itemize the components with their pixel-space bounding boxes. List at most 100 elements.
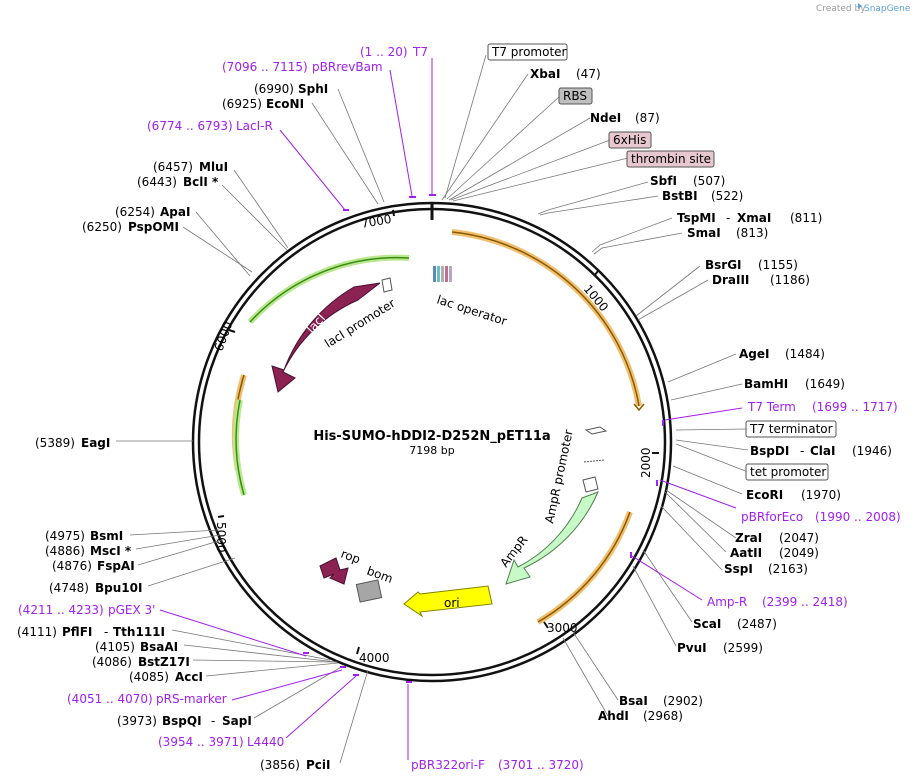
- primer-range-pgex3: (4211 .. 4233): [18, 603, 104, 617]
- site-pos-mlui: (6457): [153, 160, 193, 174]
- site-name2-bspqi: SapI: [222, 714, 252, 728]
- site-pos-smai: (813): [736, 226, 768, 240]
- green-arc-left: [235, 399, 245, 496]
- site-pos-fspai: (4876): [52, 559, 92, 573]
- orf-arc-top-right: [451, 231, 640, 407]
- primer-name-prs-marker: pRS-marker: [156, 692, 227, 706]
- rop-arrow: [319, 557, 349, 585]
- tet-promoter-glyph: [583, 459, 605, 463]
- primer-range-t7: (1 .. 20): [360, 45, 408, 59]
- tick-label-5000: 5000: [214, 522, 228, 553]
- tick-1000: [593, 270, 599, 277]
- primer-name-pbrrevbam: pBRrevBam: [312, 60, 383, 74]
- site-name-eagi: EagI: [81, 436, 110, 450]
- site-pos-bspdi: (1946): [852, 444, 892, 458]
- scale-ticks: [217, 209, 659, 655]
- site-name-fspai: FspAI: [97, 559, 135, 573]
- tick-7000: [392, 209, 395, 217]
- site-name-scai: ScaI: [693, 617, 721, 631]
- site-pos-sspi: (2163): [768, 562, 808, 576]
- plasmid-name: His-SUMO-hDDI2-D252N_pET11a: [313, 429, 550, 444]
- site-name-bstz17i: BstZ17I: [138, 655, 190, 669]
- primer-range-laci-r: (6774 .. 6793): [147, 119, 233, 133]
- site-name-bpu10i: Bpu10I: [95, 581, 142, 595]
- site-name-bsai: BsaI: [619, 694, 648, 708]
- primer-name-l4440: L4440: [247, 735, 284, 749]
- primer-range-l4440: (3954 .. 3971): [158, 735, 244, 749]
- primer-name-t7-term: T7 Term: [747, 400, 796, 414]
- site-name-tspmi: TspMI: [677, 211, 716, 225]
- site-name-sspi: SspI: [724, 562, 753, 576]
- site-name-pflfi: PflFI: [62, 625, 92, 639]
- site-name-apai: ApaI: [160, 205, 190, 219]
- site-pos-bcli: (6443): [137, 175, 177, 189]
- site-pos-bsrgi: (1155): [758, 258, 798, 272]
- box-label-his6: 6xHis: [613, 133, 646, 147]
- tick-4000: [356, 646, 360, 655]
- site-pos-zrai: (2047): [779, 531, 819, 545]
- tick-label-7000: 7000: [360, 212, 393, 231]
- tick-3000: [543, 621, 549, 629]
- primer-range-prs-marker: (4051 .. 4070): [67, 692, 153, 706]
- site-name-smai: SmaI: [687, 226, 721, 240]
- site-pos-agei: (1484): [785, 347, 825, 361]
- thrombin-site-box: [626, 150, 715, 168]
- tick-label-2000: 2000: [639, 447, 653, 478]
- site-sep-pflfi: -: [104, 625, 108, 639]
- site-pos-bpu10i: (4748): [49, 581, 89, 595]
- site-name-bspqi: BspQI: [162, 714, 202, 728]
- credit-prefix: Created by: [816, 4, 866, 14]
- primer-name-amp-r: Amp-R: [707, 595, 747, 609]
- primer-range-amp-r: (2399 .. 2418): [762, 595, 848, 609]
- site-pos-ahdi: (2968): [643, 709, 683, 723]
- site-name-aatii: AatII: [730, 546, 762, 560]
- site-pos-sphi: (6990): [254, 82, 294, 96]
- primer-range-pbrforeco: (1990 .. 2008): [815, 510, 901, 524]
- snapgene-logo-icon: [858, 3, 862, 9]
- site-name-pvui: PvuI: [677, 641, 707, 655]
- site-pos-sbfi: (507): [693, 174, 725, 188]
- orf-arc-bottom-right-halo: [536, 510, 633, 625]
- tet-promoter-box: [745, 463, 829, 481]
- box-label-t7-terminator: T7 terminator: [749, 422, 833, 436]
- site-name-ahdi: AhdI: [598, 709, 629, 723]
- site-name-bamhi: BamHI: [744, 377, 788, 391]
- primer-name-pbr322ori-f: pBR322ori-F: [411, 758, 485, 772]
- t7-terminator-glyph: [584, 426, 608, 435]
- site-pos-pvui: (2599): [723, 641, 763, 655]
- primer-range-pbr322ori-f: (3701 .. 3720): [498, 758, 584, 772]
- bom-block: [355, 579, 383, 603]
- tick-label-6000: 6000: [212, 320, 236, 353]
- site-name2-tspmi: XmaI: [737, 211, 771, 225]
- primer-leader-lines: [159, 58, 743, 760]
- label-leader-lines: [116, 54, 749, 764]
- rbs-box: [558, 87, 593, 105]
- green-arc-top: [249, 256, 410, 323]
- primer-range-t7-term: (1699 .. 1717): [812, 400, 898, 414]
- site-name-draiii: DraIII: [712, 273, 749, 287]
- plasmid-length: 7198 bp: [409, 444, 454, 457]
- laci-promoter-arrow: [381, 277, 393, 293]
- site-pos-ecori: (1970): [801, 488, 841, 502]
- site-pos-scai: (2487): [737, 617, 777, 631]
- site-name-sbfi: SbfI: [650, 174, 677, 188]
- site-pos-ndei: (87): [635, 111, 660, 125]
- site-pos-bstz17i: (4086): [92, 655, 132, 669]
- site-name-bcli: BclI *: [183, 175, 219, 189]
- ampr-gene-arrow: [505, 491, 599, 585]
- feature-label-rop: rop: [339, 547, 362, 567]
- credit-brand: SnapGene: [864, 4, 911, 14]
- primer-name-t7: T7: [412, 45, 428, 59]
- primer-name-pbrforeco: pBRforEco: [741, 510, 803, 524]
- ampr-promoter-arrow: [582, 476, 599, 493]
- site-pos-eagi: (5389): [35, 436, 75, 450]
- ori-arrow: [403, 585, 493, 618]
- site-pos-tspmi: (811): [790, 211, 822, 225]
- laci-gene-arrow: [271, 282, 381, 393]
- site-name-acci: AccI: [175, 670, 203, 684]
- t7-terminator-box: [745, 420, 837, 438]
- box-label-rbs: RBS: [563, 89, 587, 103]
- site-name-mlui: MluI: [199, 160, 228, 174]
- site-name-pcii: PciI: [306, 758, 331, 772]
